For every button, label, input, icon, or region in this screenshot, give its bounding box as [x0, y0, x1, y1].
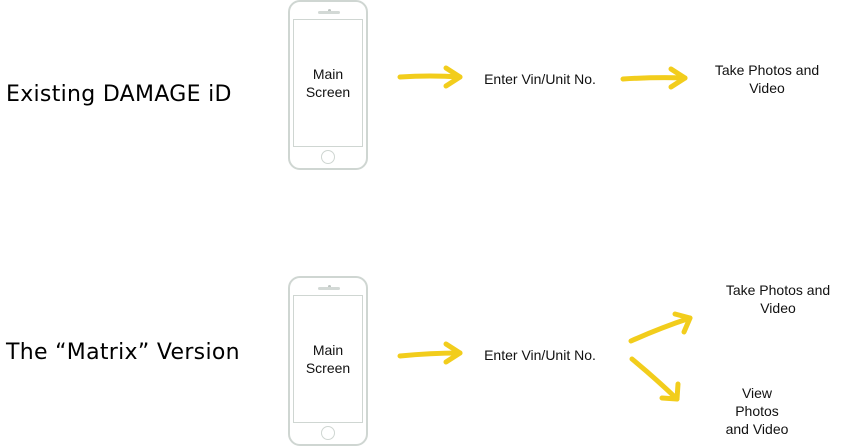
- arrow-down-right-icon: [629, 356, 681, 402]
- home-button-icon: [321, 426, 335, 440]
- row-label-matrix: The “Matrix” Version: [6, 340, 240, 365]
- phone-screen: Main Screen: [293, 295, 363, 423]
- smartphone-icon: Main Screen: [288, 0, 368, 170]
- enter-vin-node: Enter Vin/Unit No.: [484, 347, 596, 363]
- enter-vin-node: Enter Vin/Unit No.: [484, 71, 596, 87]
- arrow-right-icon: [620, 66, 688, 90]
- arrow-right-icon: [397, 65, 463, 89]
- phone-screen-label: Main Screen: [305, 342, 351, 376]
- take-photos-node: Take Photos and Video: [714, 62, 820, 96]
- arrow-up-right-icon: [628, 311, 693, 344]
- phone-screen-label: Main Screen: [305, 66, 351, 100]
- phone-screen: Main Screen: [293, 19, 363, 147]
- row-label-existing: Existing DAMAGE iD: [6, 82, 232, 107]
- camera-dot: [328, 9, 331, 12]
- home-button-icon: [321, 150, 335, 164]
- view-photos-node: View Photos and Video: [725, 385, 789, 437]
- take-photos-node: Take Photos and Video: [725, 282, 831, 316]
- arrow-right-icon: [397, 341, 463, 365]
- speaker-slot: [318, 11, 340, 14]
- speaker-slot: [318, 287, 340, 290]
- smartphone-icon: Main Screen: [288, 276, 368, 446]
- camera-dot: [328, 285, 331, 288]
